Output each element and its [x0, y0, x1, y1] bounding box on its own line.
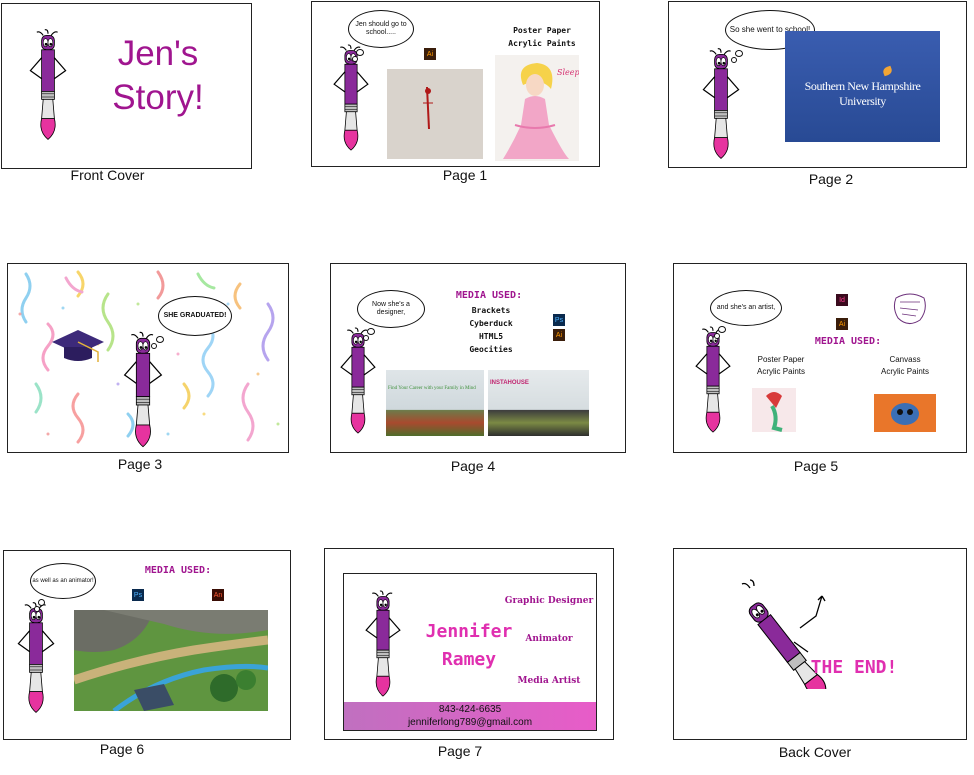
snhu-logo-banner: Southern New Hampshire University	[785, 31, 940, 142]
thought-bubble: as well as an animator!	[30, 563, 96, 599]
photoshop-icon: Ps	[553, 314, 565, 326]
caption-page-4: Page 4	[450, 458, 496, 474]
pencil-character	[118, 330, 168, 450]
university-name: Southern New Hampshire University	[804, 79, 921, 108]
caption-page-5: Page 5	[793, 458, 839, 474]
thought-bubble: Jen should go to school.....	[348, 10, 414, 48]
page-1-panel[interactable]: Jen should go to school..... Ai Poster P…	[311, 1, 600, 167]
pencil-character	[328, 42, 374, 154]
page-6-panel[interactable]: as well as an animator! MEDIA USED: Ps A…	[3, 550, 291, 740]
email-address: jenniferlong789@gmail.com	[407, 717, 533, 728]
front-cover-title: Jen's Story!	[112, 34, 204, 117]
caption-front-cover: Front Cover	[70, 167, 145, 183]
illustrator-icon: Ai	[553, 329, 565, 341]
thought-dot	[156, 336, 164, 343]
pencil-character	[335, 324, 381, 438]
game-scene-screenshot	[72, 610, 269, 713]
media-used-heading: MEDIA USED:	[144, 565, 212, 576]
sleeping-beauty-artwork: Sleeping Beauty	[495, 55, 599, 161]
thought-dot	[731, 57, 737, 63]
front-cover-panel[interactable]: Jen's Story!	[1, 3, 252, 169]
thought-dot	[714, 333, 720, 339]
thought-dot	[735, 50, 743, 57]
thought-dot	[356, 49, 364, 56]
page-2-panel[interactable]: So she went to school! Southern New Hamp…	[668, 1, 967, 168]
card-name: Jennifer Ramey	[425, 621, 513, 670]
media-used-heading: MEDIA USED:	[814, 336, 882, 347]
caption-page-1: Page 1	[442, 167, 488, 183]
caption-page-3: Page 3	[117, 456, 163, 472]
mermaid-artwork	[752, 388, 796, 432]
screenshot-heading: INSTAHOUSE	[490, 380, 529, 386]
thought-dot	[151, 343, 157, 349]
thought-dot	[718, 326, 726, 333]
sleeping-beauty-caption: Sleeping Beauty	[557, 68, 579, 77]
back-cover-panel[interactable]: THE END!	[673, 548, 967, 740]
media-left: Poster Paper Acrylic Paints	[756, 355, 805, 376]
page-4-panel[interactable]: Now she's a designer, MEDIA USED: Bracke…	[330, 263, 626, 453]
pencil-character	[12, 599, 60, 717]
media-used-heading: MEDIA USED:	[455, 290, 523, 301]
caption-page-2: Page 2	[808, 171, 854, 187]
pencil-character	[24, 28, 72, 142]
caption-page-7: Page 7	[437, 743, 483, 759]
thought-bubble: SHE GRADUATED!	[158, 296, 232, 336]
thought-dot	[363, 335, 369, 341]
stitch-artwork	[874, 394, 936, 432]
confetti-background	[18, 270, 280, 444]
media-right: Canvass Acrylic Paints	[880, 355, 929, 376]
phone-number: 843-424-6635	[438, 704, 502, 715]
page-3-panel[interactable]: SHE GRADUATED!	[7, 263, 289, 453]
contact-bar: 843-424-6635 jenniferlong789@gmail.com	[344, 702, 596, 730]
pencil-character	[360, 588, 406, 700]
sketch-artwork	[893, 293, 926, 324]
page-5-panel[interactable]: and she's an artist, Id Ai MEDIA USED: P…	[673, 263, 967, 453]
media-list: Brackets Cyberduck HTML5 Geocities	[469, 306, 513, 354]
photoshop-icon: Ps	[132, 589, 144, 601]
screenshot-heading: Find Your Career with your Family in Min…	[388, 386, 476, 391]
illustrator-icon: Ai	[836, 318, 848, 330]
the-end-text: THE END!	[810, 657, 898, 678]
caption-back-cover: Back Cover	[778, 744, 852, 760]
thought-bubble: Now she's a designer,	[357, 290, 425, 328]
thought-bubble: and she's an artist,	[710, 290, 782, 326]
media-list: Poster Paper Acrylic Paints	[508, 26, 576, 48]
caption-page-6: Page 6	[99, 741, 145, 757]
page-7-panel[interactable]: Jennifer Ramey Graphic Designer Animator…	[324, 548, 614, 740]
thought-dot	[38, 599, 45, 606]
business-card: Jennifer Ramey Graphic Designer Animator…	[343, 573, 597, 731]
pencil-character	[690, 324, 736, 436]
website-screenshot-1: Find Your Career with your Family in Min…	[386, 370, 484, 436]
illustrator-icon: Ai	[424, 48, 436, 60]
graduation-cap-icon	[52, 330, 104, 362]
indesign-icon: Id	[836, 294, 848, 306]
thought-dot	[367, 328, 375, 335]
website-screenshot-2: INSTAHOUSE	[488, 370, 589, 436]
thought-dot	[352, 56, 358, 62]
animate-icon: An	[212, 589, 224, 601]
leaf-icon	[881, 65, 894, 77]
thought-dot	[34, 606, 40, 612]
pencil-character	[697, 46, 745, 162]
red-pencil-artwork	[387, 69, 483, 159]
